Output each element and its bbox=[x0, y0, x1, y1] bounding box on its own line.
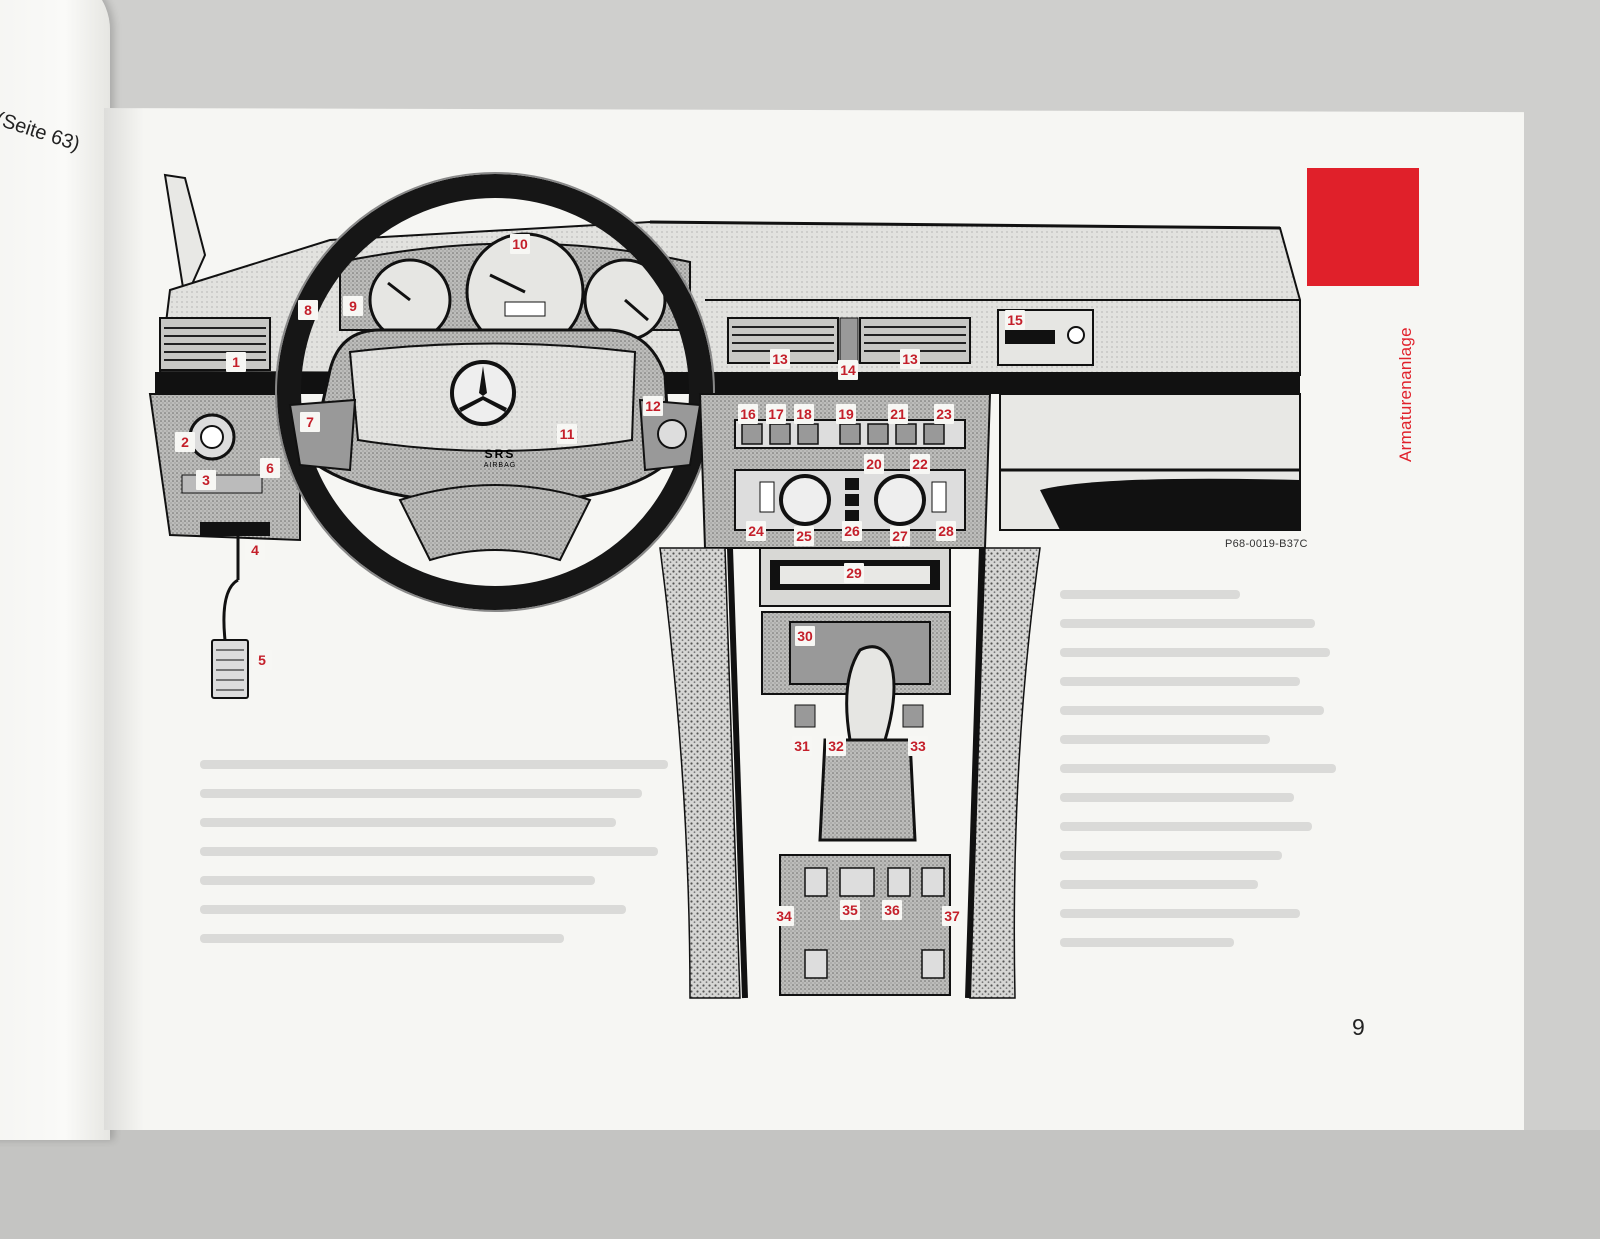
callout-10: 10 bbox=[510, 234, 530, 254]
callout-2: 2 bbox=[175, 432, 195, 452]
callout-13a: 13 bbox=[770, 349, 790, 369]
console-side-right bbox=[969, 547, 1041, 999]
callout-29: 29 bbox=[844, 563, 864, 583]
callout-17: 17 bbox=[766, 404, 786, 424]
callout-4: 4 bbox=[245, 540, 265, 560]
callout-34: 34 bbox=[774, 906, 794, 926]
callout-31: 31 bbox=[792, 736, 812, 756]
callout-27: 27 bbox=[890, 526, 910, 546]
table-surface bbox=[0, 1130, 1600, 1239]
airbag-label: SRS bbox=[484, 447, 516, 461]
callout-12: 12 bbox=[643, 396, 663, 416]
callout-20: 20 bbox=[864, 454, 884, 474]
callout-11: 11 bbox=[557, 424, 577, 444]
callout-7: 7 bbox=[300, 412, 320, 432]
right-climate-knob bbox=[874, 474, 926, 526]
callout-16: 16 bbox=[738, 404, 758, 424]
callout-18: 18 bbox=[794, 404, 814, 424]
callout-6: 6 bbox=[260, 458, 280, 478]
callout-33: 33 bbox=[908, 736, 928, 756]
callout-22: 22 bbox=[910, 454, 930, 474]
show-through-text bbox=[1060, 590, 1360, 967]
gutter-shadow bbox=[104, 108, 144, 1130]
callout-9: 9 bbox=[343, 296, 363, 316]
airbag-sublabel: AIRBAG bbox=[483, 462, 517, 469]
callout-30: 30 bbox=[795, 626, 815, 646]
left-page bbox=[0, 0, 110, 1140]
left-lower-panel bbox=[148, 393, 301, 542]
figure-code: P68-0019-B37C bbox=[1225, 538, 1308, 550]
callout-26: 26 bbox=[842, 521, 862, 541]
callout-24: 24 bbox=[746, 521, 766, 541]
console-side-left bbox=[659, 547, 741, 999]
callout-3: 3 bbox=[196, 470, 216, 490]
callout-37: 37 bbox=[942, 906, 962, 926]
callout-25: 25 bbox=[794, 526, 814, 546]
left-climate-knob bbox=[779, 474, 831, 526]
callout-1: 1 bbox=[226, 352, 246, 372]
callout-13b: 13 bbox=[900, 349, 920, 369]
steering-wheel-rim bbox=[277, 174, 713, 610]
chapter-tab bbox=[1307, 168, 1419, 286]
gear-lever bbox=[845, 645, 896, 742]
callout-21: 21 bbox=[888, 404, 908, 424]
show-through-text-left bbox=[200, 760, 720, 963]
accelerator-pedal bbox=[211, 639, 249, 699]
callout-19: 19 bbox=[836, 404, 856, 424]
callout-32: 32 bbox=[826, 736, 846, 756]
page-number: 9 bbox=[1352, 1014, 1365, 1040]
callout-36: 36 bbox=[882, 900, 902, 920]
callout-14: 14 bbox=[838, 360, 858, 380]
a-pillar bbox=[163, 173, 207, 304]
callout-23: 23 bbox=[934, 404, 954, 424]
callout-35: 35 bbox=[840, 900, 860, 920]
callout-15: 15 bbox=[1005, 310, 1025, 330]
callout-28: 28 bbox=[936, 521, 956, 541]
callout-8: 8 bbox=[298, 300, 318, 320]
callout-5: 5 bbox=[252, 650, 272, 670]
